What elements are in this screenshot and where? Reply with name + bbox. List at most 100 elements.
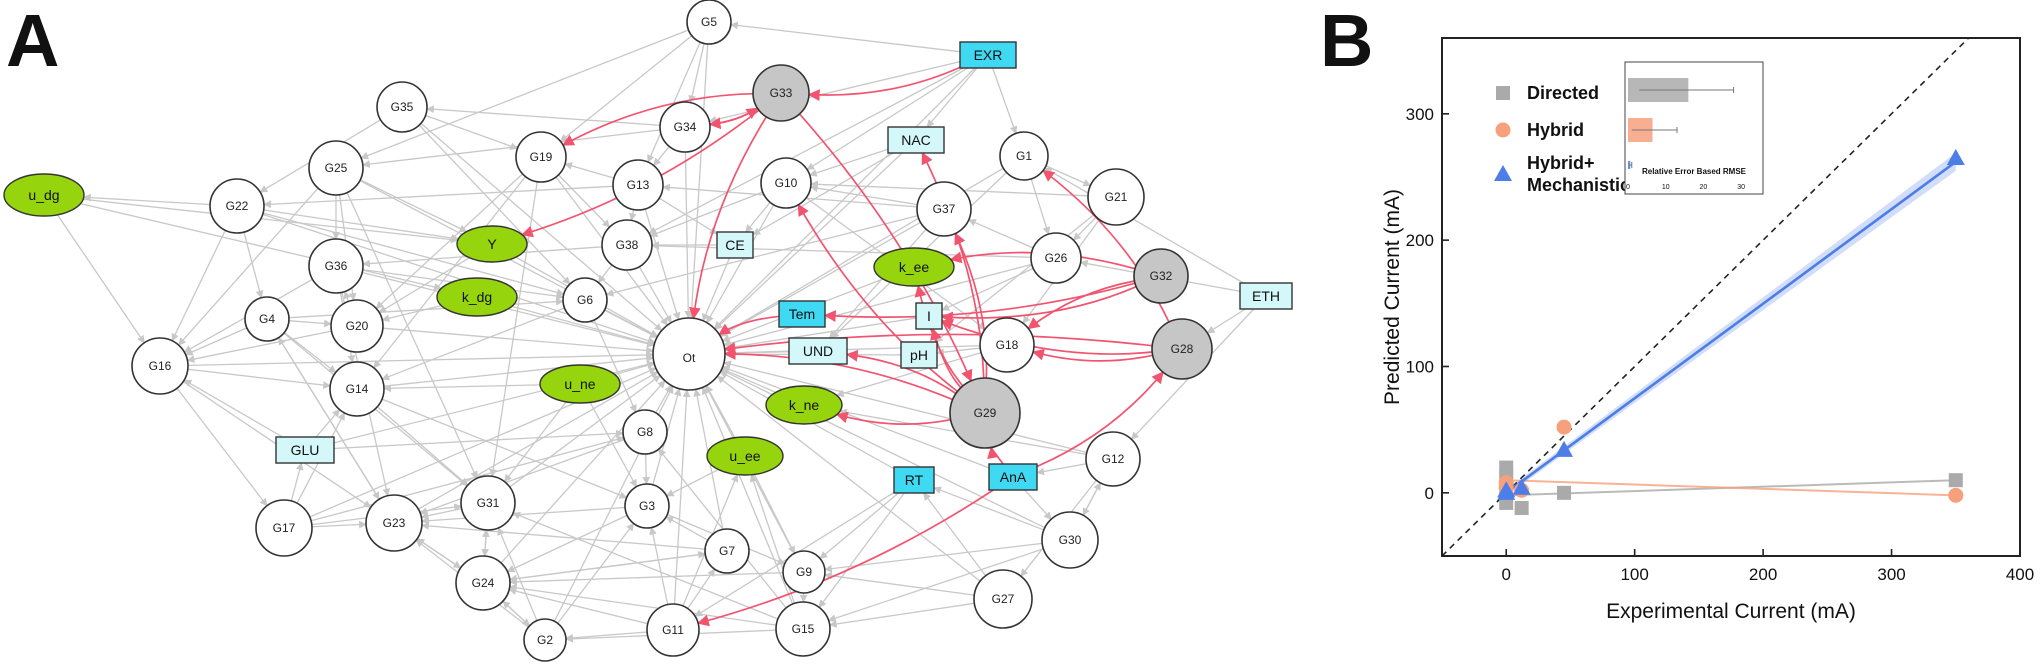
node-ellipse (436, 277, 518, 317)
node-circle (752, 64, 810, 122)
red-edge-G28-I (940, 319, 1153, 355)
red-edge-G32-G18 (1027, 280, 1135, 330)
node-label: G18 (996, 338, 1019, 352)
node-label: k_ee (899, 259, 930, 275)
edge-G27-G15 (828, 602, 975, 628)
edge-G27-RT (923, 492, 987, 577)
edge-G8-G3 (642, 453, 651, 485)
node-label: NAC (901, 132, 931, 148)
edge-Y-G20 (378, 257, 470, 314)
node-circle (1087, 168, 1145, 226)
edge-u_dg-Y (83, 198, 459, 244)
node-label: G28 (1171, 342, 1194, 356)
legend-marker-triangle (1494, 165, 1512, 181)
red-edge-Tem-Ot (718, 315, 780, 336)
x-tick-label: 100 (1620, 565, 1648, 584)
node-circle (1085, 431, 1141, 487)
node-G11: G11 (646, 603, 700, 657)
node-label: G17 (273, 521, 296, 535)
node-label: pH (910, 347, 928, 363)
node-u_dg: u_dg (3, 173, 85, 217)
node-label: G3 (639, 499, 655, 513)
node-label: u_ne (564, 376, 595, 392)
fit-line-2 (1505, 160, 1957, 494)
edge-G13-Ot (644, 208, 681, 321)
edge-G16-G17 (176, 387, 268, 507)
edge-NAC-CE (752, 152, 894, 236)
edge-G37-G10 (809, 184, 918, 206)
edge-G37-UND (829, 228, 927, 339)
edge-k_ne-Ot (721, 367, 776, 393)
red-edge-G33-G29 (798, 113, 973, 383)
edge-G27-Ot (716, 375, 981, 582)
red-edge-G29-Ot (723, 348, 953, 401)
y-tick-label: 100 (1406, 357, 1434, 376)
edge-RT-G9 (819, 492, 899, 560)
node-label: RT (905, 472, 924, 488)
node-circle (308, 238, 364, 294)
node-label: G11 (662, 623, 684, 637)
y-tick-label: 300 (1406, 105, 1434, 124)
node-G13: G13 (612, 159, 664, 211)
edge-G18-k_ne (835, 352, 982, 398)
node-label: G25 (325, 161, 348, 175)
node-label: G31 (477, 496, 500, 510)
point-triangle (1946, 149, 1965, 166)
node-circle (760, 157, 812, 209)
inset-title: Relative Error Based RMSE (1642, 167, 1747, 176)
node-ellipse (3, 173, 85, 217)
edge-G38-G6 (597, 264, 613, 284)
node-label: AnA (1000, 469, 1027, 485)
edge-G30-RT (933, 486, 1045, 531)
node-circle (622, 409, 668, 455)
x-tick-label: 0 (1501, 565, 1510, 584)
node-G33: G33 (752, 64, 810, 122)
node-G22: G22 (209, 178, 265, 234)
node-label: G14 (346, 382, 369, 396)
edge-G34-G25 (362, 129, 661, 168)
edge-UND-Ot (724, 349, 790, 357)
node-label: ETH (1252, 288, 1280, 304)
inset-tick-label: 20 (1700, 184, 1708, 191)
node-label: u_dg (28, 187, 59, 203)
node-G5: G5 (686, 0, 732, 45)
node-G9: G9 (782, 550, 826, 594)
edge-CE-Ot (702, 257, 731, 322)
node-circle (782, 550, 826, 594)
edge-G21-G26 (1072, 216, 1097, 241)
node-G10: G10 (760, 157, 812, 209)
x-axis-label: Experimental Current (mA) (1606, 600, 1856, 623)
data-points (1497, 149, 1965, 515)
edge-G6-Ot (604, 309, 658, 338)
node-label: G32 (1150, 269, 1173, 283)
node-ETH: ETH (1239, 282, 1293, 310)
node-label: G23 (383, 516, 406, 530)
edge-EXR-Ot (713, 67, 976, 330)
node-label: G9 (796, 565, 812, 579)
edge-G22-Y (263, 209, 460, 242)
point-triangle (1497, 483, 1516, 500)
inset-tick-label: 30 (1737, 184, 1745, 191)
node-box (1239, 282, 1293, 310)
node-G7: G7 (704, 528, 750, 574)
edge-u_ne-G14 (383, 384, 541, 393)
node-circle (646, 603, 700, 657)
edge-EXR-G5 (730, 21, 961, 53)
edge-G14-G31 (376, 406, 469, 486)
y-tick-label: 200 (1406, 231, 1434, 250)
node-circle (255, 499, 313, 557)
point-square (1557, 485, 1572, 500)
edge-NAC-G10 (808, 148, 889, 177)
node-G4: G4 (244, 296, 290, 342)
node-AnA: AnA (988, 463, 1038, 491)
node-circle (704, 528, 750, 574)
node-circle (1133, 248, 1189, 304)
identity-reference-line (1441, 37, 1970, 557)
node-circle (455, 555, 511, 611)
node-G28: G28 (1151, 318, 1213, 380)
red-edge-AnA-G11 (696, 489, 994, 627)
red-edge-G29-k_ne (835, 411, 951, 425)
node-circle (1041, 511, 1099, 569)
node-circle (523, 618, 567, 662)
